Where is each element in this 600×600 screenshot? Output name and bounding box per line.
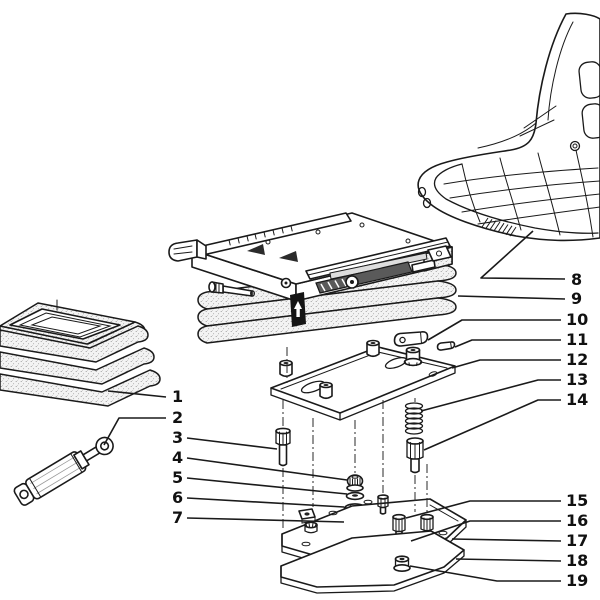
seat-grid-pattern <box>443 149 600 238</box>
seat-hatch-strip <box>481 217 517 237</box>
lower-mounting-plate <box>280 530 465 594</box>
corner-post <box>304 521 318 534</box>
adjust-handle <box>168 239 207 262</box>
part-number-19-spacer-nut: 19 <box>566 571 588 590</box>
leader-line-5 <box>186 477 348 495</box>
leader-line-15 <box>405 500 561 519</box>
part-number-14-socket-head-bolt: 14 <box>566 390 588 409</box>
leader-line-1 <box>107 390 167 398</box>
backrest-vent-holes <box>578 61 600 139</box>
slide-rail-front <box>305 237 451 280</box>
guide-block <box>393 331 429 347</box>
leader-line-9 <box>457 295 566 300</box>
bellows-boot <box>0 299 161 407</box>
backrest-pivot-hole <box>569 140 581 152</box>
coil-spring <box>404 402 424 435</box>
leader-line-13 <box>420 379 561 412</box>
part-number-2-gas-strut: 2 <box>172 408 183 427</box>
part-number-8-seat-shell: 8 <box>571 270 582 289</box>
frame-cutout-triangle <box>279 251 298 262</box>
part-number-3-mounting-bolt: 3 <box>172 428 183 447</box>
leader-line-7 <box>186 517 345 523</box>
intermediate-plate <box>270 339 456 421</box>
seat-shell <box>417 12 600 242</box>
frame-end-bracket <box>427 245 452 262</box>
part-number-1-bellows-boot: 1 <box>172 387 183 406</box>
leader-line-18 <box>455 558 562 562</box>
part-number-10-guide-block: 10 <box>566 310 588 329</box>
gas-strut <box>13 436 114 506</box>
mounting-bolt <box>275 427 291 467</box>
leader-line-6 <box>186 497 345 508</box>
flat-washer <box>345 491 365 501</box>
shock-absorber <box>315 252 436 294</box>
part-number-12-intermediate-plate: 12 <box>566 350 588 369</box>
small-bolt <box>377 494 389 515</box>
part-number-5-flat-washer: 5 <box>172 468 183 487</box>
suspension-frame <box>168 212 453 327</box>
frame-cutout-triangle <box>247 244 265 255</box>
pivot-joint <box>280 275 359 289</box>
seat-foot <box>422 197 432 209</box>
leader-line-14 <box>423 399 561 451</box>
leader-line-19 <box>409 565 561 582</box>
leader-line-17 <box>451 538 562 542</box>
part-number-16-lock-washer: 16 <box>566 511 588 530</box>
leader-line-2 <box>103 417 166 446</box>
leader-line-3 <box>186 437 278 450</box>
socket-head-bolt <box>406 437 424 474</box>
up-arrow-icon <box>294 301 302 317</box>
guide-bracket <box>290 292 306 327</box>
plate-posts <box>279 339 423 400</box>
cap-nut <box>346 474 364 492</box>
part-number-13-compression-spring: 13 <box>566 370 588 389</box>
part-number-4-cap-nut: 4 <box>172 448 183 467</box>
spacer-nut <box>393 555 411 572</box>
leader-line-4 <box>186 457 348 481</box>
part-number-18-lower-mounting-plate: 18 <box>566 551 588 570</box>
leader-line-10 <box>427 319 561 341</box>
part-number-7-rubber-washer: 7 <box>172 508 183 527</box>
leader-line-12 <box>451 359 561 369</box>
part-number-6-serrated-washer: 6 <box>172 488 183 507</box>
part-number-9-cushion-pad: 9 <box>571 289 582 308</box>
clamp-bolt <box>208 281 255 297</box>
leader-line-11 <box>454 339 561 348</box>
roller-pin <box>436 341 456 351</box>
seat-foot <box>417 186 427 198</box>
leader-line-8 <box>480 230 566 280</box>
part-number-15-hex-bolt: 15 <box>566 491 588 510</box>
leader-line-16 <box>410 520 561 542</box>
part-number-11-roller-pin: 11 <box>566 330 588 349</box>
part-number-17-upper-mounting-plate: 17 <box>566 531 588 550</box>
